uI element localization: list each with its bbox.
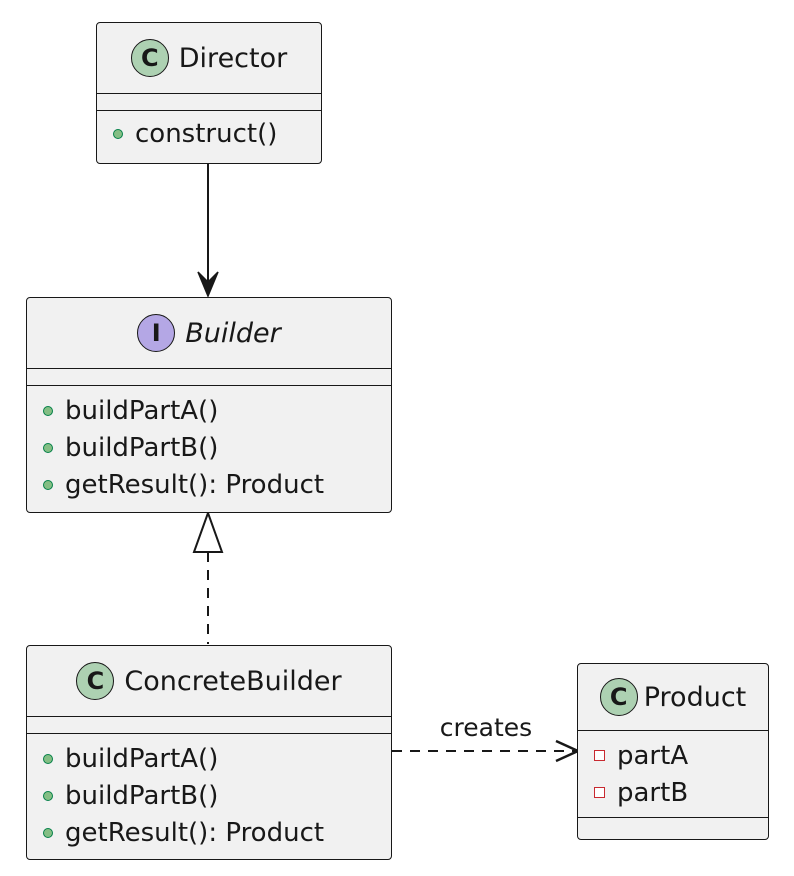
private-visibility-icon xyxy=(594,787,605,798)
builder-attributes xyxy=(27,368,391,385)
method-label: buildPartA() xyxy=(65,395,219,426)
product-header: C Product xyxy=(578,664,768,730)
public-visibility-icon xyxy=(43,405,53,416)
method-item: buildPartA() xyxy=(43,740,391,777)
method-item: construct() xyxy=(113,115,321,152)
director-class[interactable]: C Director construct() xyxy=(96,22,322,164)
method-label: getResult(): Product xyxy=(65,469,325,500)
director-methods: construct() xyxy=(97,110,321,158)
class-stereotype-icon: C xyxy=(130,39,169,77)
concrete-builder-header: C ConcreteBuilder xyxy=(27,646,391,716)
concrete-builder-methods: buildPartA() buildPartB() getResult(): P… xyxy=(27,733,391,857)
method-label: buildPartB() xyxy=(65,432,219,463)
public-visibility-icon xyxy=(43,442,53,453)
class-stereotype-icon: C xyxy=(599,678,638,716)
realization-triangle xyxy=(192,510,224,553)
builder-methods: buildPartA() buildPartB() getResult(): P… xyxy=(27,385,391,509)
method-label: buildPartA() xyxy=(65,743,219,774)
product-methods xyxy=(578,817,768,834)
creates-label: creates xyxy=(440,713,532,742)
attribute-item: partA xyxy=(594,737,768,774)
director-attributes xyxy=(97,93,321,110)
builder-name: Builder xyxy=(185,317,281,349)
method-label: construct() xyxy=(135,118,278,149)
private-visibility-icon xyxy=(594,750,605,761)
product-class[interactable]: C Product partA partB xyxy=(577,663,769,840)
builder-interface[interactable]: I Builder buildPartA() buildPartB() getR… xyxy=(26,297,392,513)
method-item: buildPartA() xyxy=(43,392,391,429)
method-item: getResult(): Product xyxy=(43,466,391,503)
method-label: getResult(): Product xyxy=(65,817,325,848)
interface-stereotype-icon: I xyxy=(137,314,176,352)
public-visibility-icon xyxy=(43,479,53,490)
attribute-item: partB xyxy=(594,774,768,811)
director-name: Director xyxy=(178,42,288,74)
class-stereotype-icon: C xyxy=(76,662,115,700)
public-visibility-icon xyxy=(43,827,53,838)
public-visibility-icon xyxy=(43,753,53,764)
public-visibility-icon xyxy=(113,128,123,139)
attribute-label: partA xyxy=(617,740,689,771)
method-item: getResult(): Product xyxy=(43,814,391,851)
concrete-builder-name: ConcreteBuilder xyxy=(124,665,342,697)
director-header: C Director xyxy=(97,23,321,93)
concrete-builder-attributes xyxy=(27,716,391,733)
attribute-label: partB xyxy=(617,777,689,808)
product-attributes: partA partB xyxy=(578,730,768,817)
director-builder-arrowhead xyxy=(197,271,219,298)
method-label: buildPartB() xyxy=(65,780,219,811)
public-visibility-icon xyxy=(43,790,53,801)
method-item: buildPartB() xyxy=(43,429,391,466)
product-name: Product xyxy=(643,681,747,713)
builder-header: I Builder xyxy=(27,298,391,368)
concrete-builder-class[interactable]: C ConcreteBuilder buildPartA() buildPart… xyxy=(26,645,392,860)
method-item: buildPartB() xyxy=(43,777,391,814)
